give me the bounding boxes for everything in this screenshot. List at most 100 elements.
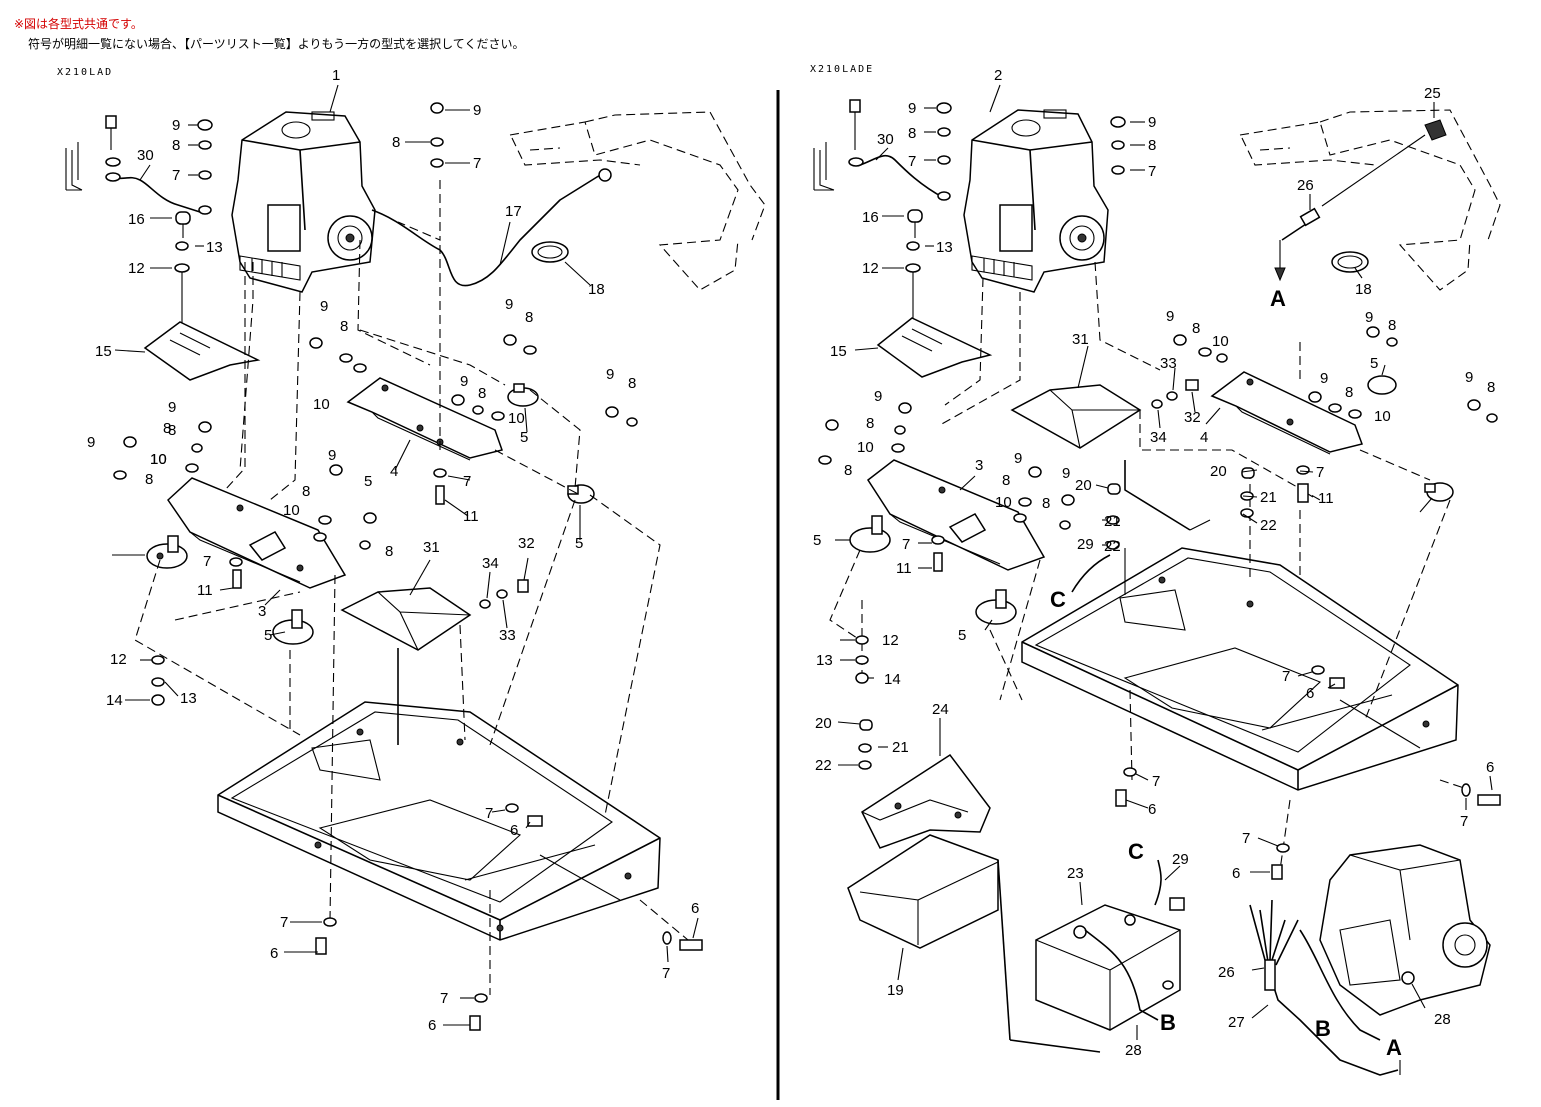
part-number: 20 bbox=[815, 715, 832, 732]
part-number: 10 bbox=[857, 439, 874, 456]
part-number: 13 bbox=[180, 690, 197, 707]
part-number: 9 bbox=[172, 117, 180, 134]
part-number: 10 bbox=[1212, 333, 1229, 350]
part-number: 28 bbox=[1434, 1011, 1451, 1028]
part-number: 26 bbox=[1297, 177, 1314, 194]
part-number: 13 bbox=[936, 239, 953, 256]
part-number: 27 bbox=[1228, 1014, 1245, 1031]
part-number: 6 bbox=[510, 822, 518, 839]
part-number: 5 bbox=[520, 429, 528, 446]
part-number: 31 bbox=[423, 539, 440, 556]
part-number: 7 bbox=[1242, 830, 1250, 847]
part-number: 3 bbox=[258, 603, 266, 620]
part-number: 18 bbox=[1355, 281, 1372, 298]
callout-c: C bbox=[1050, 587, 1066, 612]
battery-bracket bbox=[861, 753, 991, 849]
part-number: 15 bbox=[830, 343, 847, 360]
part-number: 22 bbox=[1104, 538, 1121, 555]
callout-a-2: A bbox=[1386, 1035, 1402, 1060]
part-number: 8 bbox=[1148, 137, 1156, 154]
part-number: 7 bbox=[662, 965, 670, 982]
header-notes: ※図は各型式共通です。 符号が明細一覧にない場合、【パーツリスト一覧】よりもう一… bbox=[14, 14, 524, 54]
part-number: 9 bbox=[1062, 465, 1070, 482]
part-number: 28 bbox=[1125, 1042, 1142, 1059]
left-panel: 1 9 8 7 9 8 7 30 16 13 12 17 18 15 9 8 1… bbox=[65, 67, 766, 1034]
mount-5-left-b bbox=[272, 609, 314, 645]
part-number: 18 bbox=[588, 281, 605, 298]
note-common-diagram: ※図は各型式共通です。 bbox=[14, 17, 143, 31]
engine-left bbox=[231, 111, 376, 293]
part-number: 20 bbox=[1210, 463, 1227, 480]
part-number: 9 bbox=[168, 399, 176, 416]
part-number: 12 bbox=[128, 260, 145, 277]
part-number: 8 bbox=[866, 415, 874, 432]
part-number: 7 bbox=[485, 805, 493, 822]
part-number: 11 bbox=[1318, 490, 1334, 507]
part-number: 6 bbox=[1148, 801, 1156, 818]
part-number: 17 bbox=[505, 203, 522, 220]
part-number: 9 bbox=[1148, 114, 1156, 131]
part-number: 4 bbox=[390, 463, 398, 480]
part-number: 26 bbox=[1218, 964, 1235, 981]
part-number: 33 bbox=[499, 627, 516, 644]
part-number: 6 bbox=[1306, 685, 1314, 702]
part-number: 8 bbox=[1192, 320, 1200, 337]
part-number: 7 bbox=[902, 536, 910, 553]
part-number: 6 bbox=[428, 1017, 436, 1034]
part-number: 9 bbox=[87, 434, 95, 451]
part-number: 30 bbox=[137, 147, 154, 164]
part-number: 7 bbox=[1460, 813, 1468, 830]
labels-right: 2 9 8 7 9 8 7 30 16 13 12 15 25 26 A 18 … bbox=[813, 67, 1495, 1060]
battery bbox=[1035, 904, 1181, 1031]
part-number: 8 bbox=[340, 318, 348, 335]
part-number: 14 bbox=[106, 692, 123, 709]
part-number: 12 bbox=[882, 632, 899, 649]
part-number: 10 bbox=[1374, 408, 1391, 425]
callout-b: B bbox=[1160, 1010, 1176, 1035]
leaders-left bbox=[112, 84, 699, 1026]
part-number: 7 bbox=[1148, 163, 1156, 180]
part-number: 5 bbox=[958, 627, 966, 644]
mount-5-left-c bbox=[507, 383, 539, 407]
part-number: 13 bbox=[206, 239, 223, 256]
part-number: 21 bbox=[1104, 513, 1121, 530]
part-number: 34 bbox=[1150, 429, 1167, 446]
fasteners-left bbox=[113, 102, 703, 1031]
part-number: 14 bbox=[884, 671, 901, 688]
model-label-left: X210LAD bbox=[57, 67, 113, 78]
part-number: 8 bbox=[1487, 379, 1495, 396]
battery-tray bbox=[847, 834, 999, 949]
part-number: 5 bbox=[364, 473, 372, 490]
callout-c-2: C bbox=[1128, 839, 1144, 864]
part-number: 8 bbox=[145, 471, 153, 488]
part-number: 29 bbox=[1172, 851, 1189, 868]
part-number: 23 bbox=[1067, 865, 1084, 882]
part-number: 9 bbox=[874, 388, 882, 405]
engine-detail bbox=[1319, 844, 1491, 1016]
fasteners-right bbox=[818, 326, 1501, 990]
part-number: 7 bbox=[203, 553, 211, 570]
part-number: 7 bbox=[172, 167, 180, 184]
part-number: 1 bbox=[332, 67, 340, 84]
part-number: 7 bbox=[1316, 464, 1324, 481]
part-number: 10 bbox=[150, 451, 167, 468]
part-number: 8 bbox=[385, 543, 393, 560]
part-number: 12 bbox=[862, 260, 879, 277]
part-number: 22 bbox=[1260, 517, 1277, 534]
part-number: 7 bbox=[463, 473, 471, 490]
part-number: 31 bbox=[1072, 331, 1089, 348]
part-number: 3 bbox=[975, 457, 983, 474]
part-number: 8 bbox=[1345, 384, 1353, 401]
part-number: 11 bbox=[896, 560, 912, 577]
part-number: 7 bbox=[908, 153, 916, 170]
part-number: 7 bbox=[440, 990, 448, 1007]
part-number: 9 bbox=[460, 373, 468, 390]
part-number: 9 bbox=[1320, 370, 1328, 387]
part-number: 19 bbox=[887, 982, 904, 999]
part-number: 34 bbox=[482, 555, 499, 572]
base-frame-right bbox=[1021, 547, 1459, 791]
part-number: 33 bbox=[1160, 355, 1177, 372]
bolt-stack-topleft bbox=[105, 115, 213, 215]
part-number: 22 bbox=[815, 757, 832, 774]
labels-left: 1 9 8 7 9 8 7 30 16 13 12 17 18 15 9 8 1… bbox=[87, 67, 699, 1034]
